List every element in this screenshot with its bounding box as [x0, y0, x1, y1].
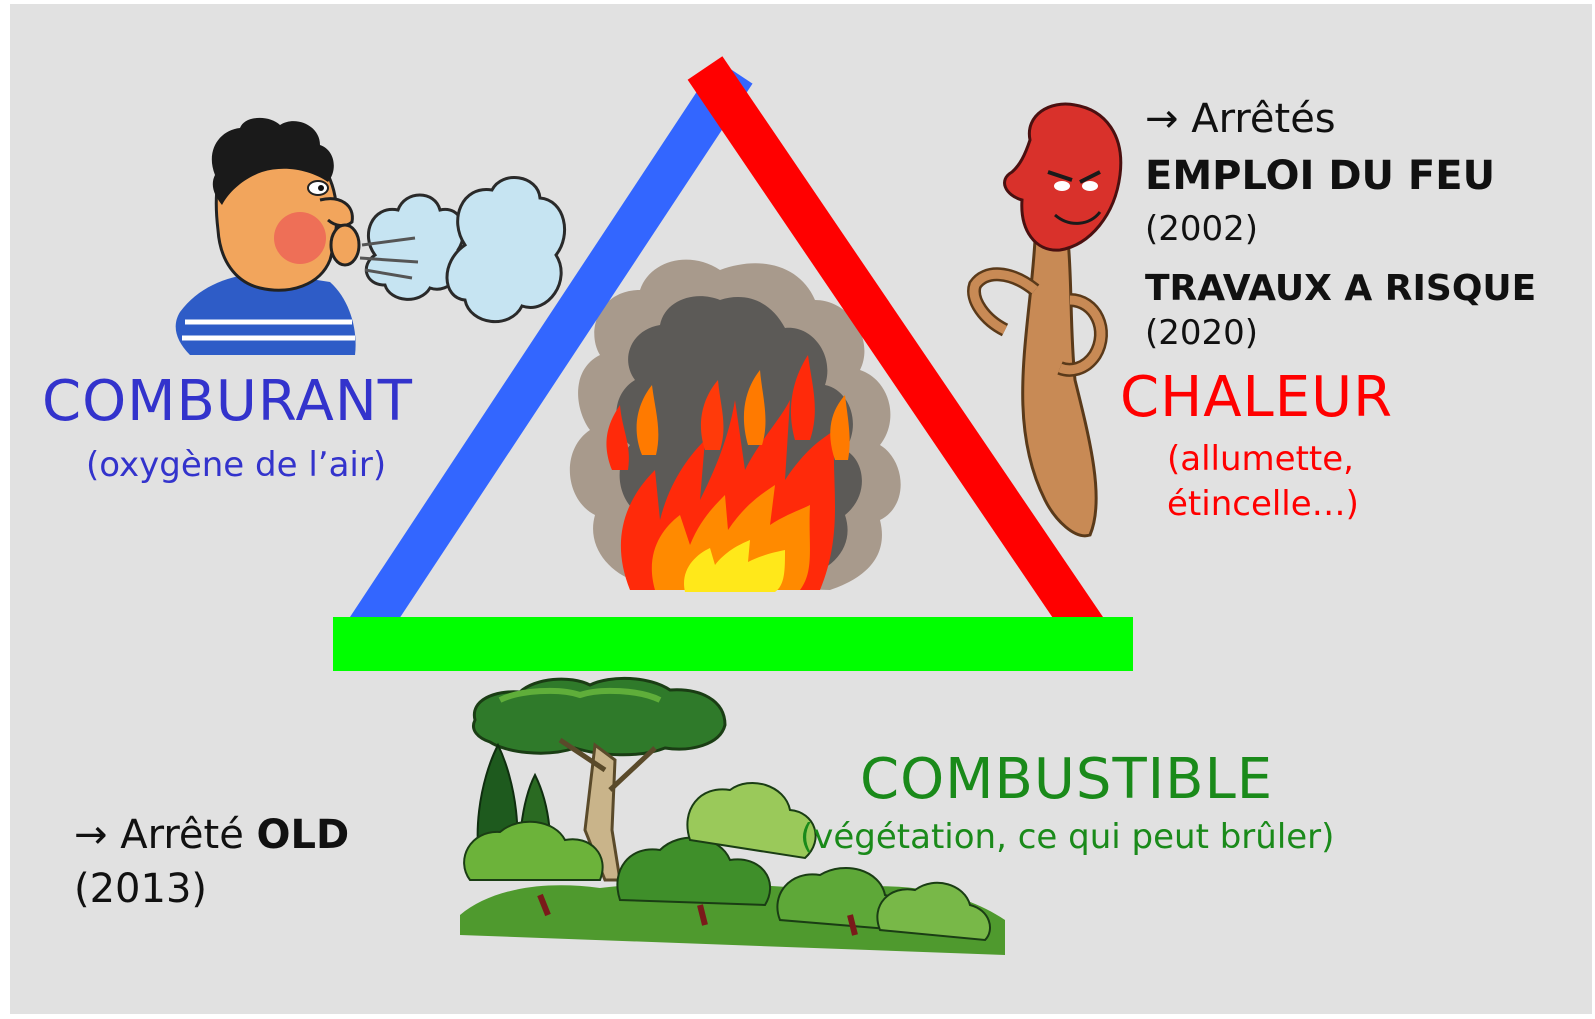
combustible-detail: (végétation, ce qui peut brûler)	[800, 817, 1335, 857]
arretes-intro-label: Arrêtés	[1191, 96, 1336, 142]
chaleur-title: CHALEUR	[1120, 365, 1393, 430]
arrow-right-icon: →	[74, 812, 108, 858]
comburant-detail: (oxygène de l’air)	[86, 445, 387, 485]
triangle-side-combustible	[333, 617, 1133, 671]
man-blowing-icon	[175, 117, 361, 355]
forest-vegetation-icon	[460, 676, 1005, 955]
chaleur-detail-line1: (allumette,	[1167, 439, 1354, 479]
fire-triangle	[333, 56, 1133, 671]
arrete-old-year: (2013)	[74, 866, 208, 912]
fire-icon	[569, 259, 901, 592]
arrete-old-label: Arrêté	[120, 812, 244, 858]
arrete-travaux-a-risque: TRAVAUX A RISQUE	[1145, 268, 1537, 309]
breath-cloud-icon	[359, 176, 566, 323]
arretes-intro: → Arrêtés	[1145, 96, 1336, 142]
chaleur-detail-line2: étincelle…)	[1167, 484, 1359, 524]
match-character-icon	[967, 102, 1123, 538]
triangle-side-comburant	[342, 60, 753, 652]
arrete-old: → Arrêté OLD	[74, 812, 349, 858]
arrow-right-icon: →	[1145, 96, 1179, 142]
combustible-title: COMBUSTIBLE	[860, 747, 1274, 812]
triangle-side-chaleur	[687, 56, 1118, 662]
comburant-title: COMBURANT	[42, 369, 413, 434]
arrete-travaux-year: (2020)	[1145, 313, 1259, 353]
arrete-emploi-year: (2002)	[1145, 209, 1259, 249]
arrete-emploi-du-feu: EMPLOI DU FEU	[1145, 153, 1496, 199]
arrete-old-name: OLD	[256, 812, 350, 858]
